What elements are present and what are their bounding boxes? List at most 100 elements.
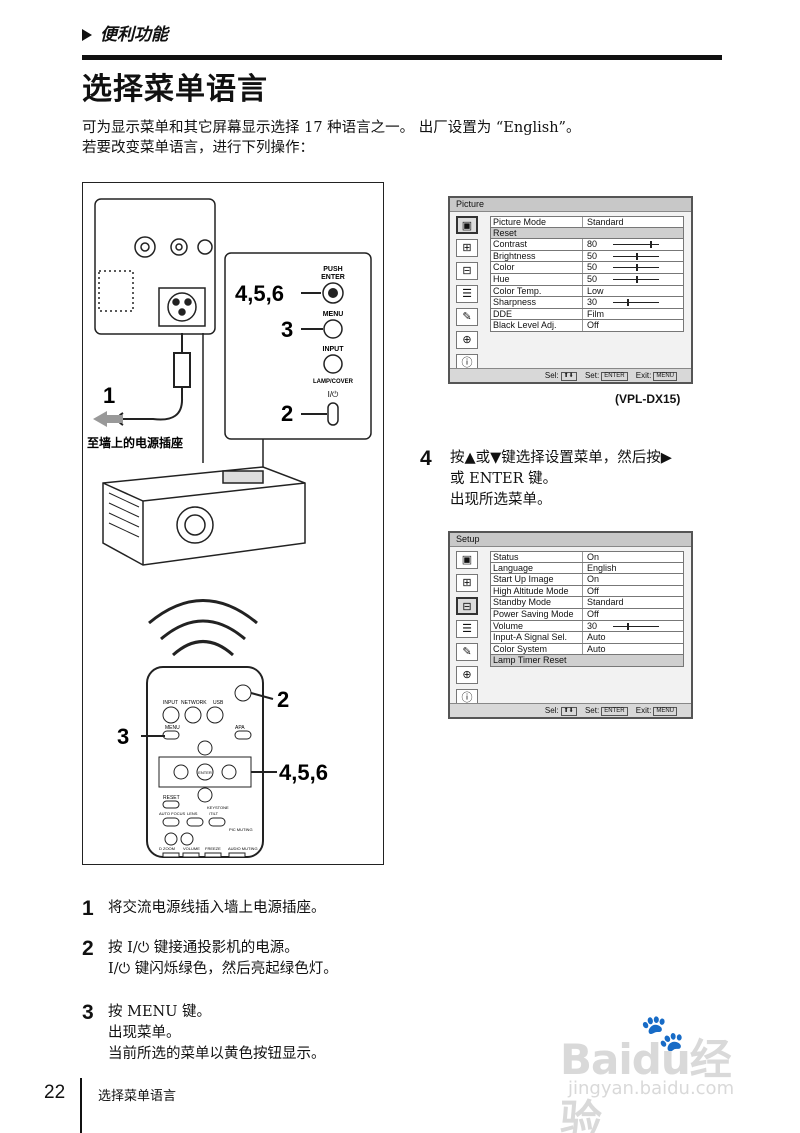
- menu-row-label: Brightness: [491, 250, 583, 262]
- svg-text:FREEZE: FREEZE: [205, 846, 221, 851]
- power-cord: [117, 333, 191, 426]
- menu-row[interactable]: Status On: [490, 551, 684, 563]
- menu-row[interactable]: DDE Film: [490, 308, 684, 321]
- wrench-icon: ✎: [456, 643, 478, 661]
- svg-text:/TILT: /TILT: [209, 811, 219, 816]
- menu-row-value: Off: [587, 585, 599, 596]
- menu-row-label: Hue: [491, 273, 583, 285]
- svg-text:USB: USB: [213, 700, 224, 706]
- svg-text:AUDIO MUTING: AUDIO MUTING: [228, 846, 258, 851]
- function-icon: ☰: [456, 620, 478, 638]
- menu-row[interactable]: Language English: [490, 562, 684, 575]
- callout-3-panel: 3: [281, 317, 293, 342]
- section-header: 便利功能: [82, 20, 168, 45]
- projector-rear-panel: [94, 198, 216, 335]
- menu-row-label: Reset: [493, 227, 517, 238]
- menu-row[interactable]: Lamp Timer Reset: [490, 655, 684, 667]
- menu-row[interactable]: Color Temp.Low: [490, 285, 684, 298]
- callout-456-remote: 4,5,6: [279, 760, 328, 785]
- callout-456-panel: 4,5,6: [235, 281, 284, 306]
- value-slider[interactable]: [613, 252, 659, 260]
- menu-row-label: Input-A Signal Sel.: [491, 632, 583, 643]
- svg-text:RESET: RESET: [163, 795, 180, 801]
- menu-row-label: DDE: [491, 308, 583, 320]
- function-icon: ☰: [456, 285, 478, 303]
- menu-row-label: Volume: [491, 620, 583, 632]
- menu-row-label: Standby Mode: [491, 597, 583, 608]
- menu-row-value: Standard: [587, 597, 624, 608]
- picture-menu-footer: Sel:⬆⬇ Set:ENTER Exit:MENU: [450, 368, 691, 382]
- menu-row-value: On: [587, 552, 600, 562]
- value-slider[interactable]: [613, 622, 659, 630]
- power-label: I/⏻: [328, 390, 339, 399]
- svg-text:AUTO FOCUS: AUTO FOCUS: [159, 811, 185, 816]
- picture-icon: ▣: [456, 551, 478, 569]
- illustration-svg: 1 至墙上的电源插座 PUSH ENTER MENU INPUT LAMP/CO…: [87, 198, 372, 858]
- step-3-line-2: 出现菜单。: [108, 1025, 181, 1041]
- menu-row-label: Color: [491, 262, 583, 273]
- menu-row-value: Film: [587, 308, 604, 319]
- input-label: INPUT: [323, 346, 345, 353]
- picture-menu-title: Picture: [450, 198, 691, 212]
- watermark-logo: Baidu经验: [560, 1035, 732, 1133]
- menu-row-label: Black Level Adj.: [491, 320, 583, 331]
- setup-icon: ⊟: [456, 262, 478, 280]
- screen-icon: ⊞: [456, 574, 478, 592]
- menu-row-value: English: [587, 562, 617, 573]
- enter-label: ENTER: [321, 274, 345, 281]
- page-number: 22: [44, 1082, 66, 1103]
- menu-row-label: Sharpness: [491, 297, 583, 308]
- menu-row-label: Language: [491, 562, 583, 574]
- section-label: 便利功能: [100, 25, 168, 45]
- push-label: PUSH: [323, 266, 342, 273]
- menu-row-label: Picture Mode: [491, 217, 583, 227]
- svg-text:PIC MUTING: PIC MUTING: [229, 827, 253, 832]
- remote-control: INPUT NETWORK USB MENU APA ENTER RESET K…: [146, 666, 264, 858]
- menu-row[interactable]: Black Level Adj.Off: [490, 320, 684, 332]
- setup-icon: ⊟: [456, 597, 478, 615]
- intro-line-2: 若要改变菜单语言，进行下列操作：: [82, 140, 314, 156]
- menu-row-label: Color System: [491, 643, 583, 655]
- step-3-line-1: 按 MENU 键。: [108, 1004, 212, 1020]
- screen-icon: ⊞: [456, 239, 478, 257]
- step-number: 4: [420, 447, 432, 470]
- menu-row-value: 80: [583, 239, 683, 250]
- value-slider[interactable]: [613, 299, 659, 307]
- running-title: 选择菜单语言: [98, 1089, 177, 1104]
- value-slider[interactable]: [613, 275, 659, 283]
- svg-text:APA: APA: [235, 725, 245, 731]
- value-slider[interactable]: [613, 241, 659, 249]
- menu-row[interactable]: Standby Mode Standard: [490, 597, 684, 609]
- svg-text:KEYSTONE: KEYSTONE: [207, 805, 229, 810]
- menu-row-label: Status: [491, 552, 583, 562]
- menu-row-value: 50: [583, 251, 683, 262]
- footer-divider: [80, 1078, 82, 1133]
- outlet-label: 至墙上的电源插座: [87, 435, 183, 450]
- svg-text:LENS: LENS: [187, 811, 198, 816]
- svg-text:INPUT: INPUT: [163, 700, 178, 706]
- value-slider[interactable]: [613, 264, 659, 272]
- step-2-line-1: 按 I/⏻ 键接通投影机的电源。: [108, 940, 299, 956]
- step-1-line-1: 将交流电源线插入墙上电源插座。: [108, 900, 326, 916]
- outlet-arrow-head: [93, 411, 107, 427]
- menu-row-label: Contrast: [491, 239, 583, 250]
- menu-label: MENU: [323, 311, 344, 318]
- menu-row[interactable]: Reset: [490, 227, 684, 240]
- model-caption: (VPL-DX15): [615, 392, 681, 406]
- menu-row[interactable]: Input-A Signal Sel.Auto: [490, 632, 684, 644]
